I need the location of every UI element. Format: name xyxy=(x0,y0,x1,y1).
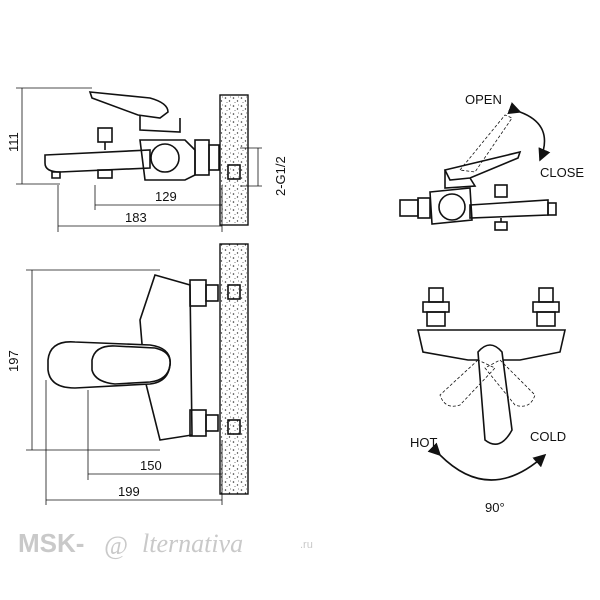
watermark-brand: MSK- xyxy=(18,528,84,558)
open-close-view: OPEN CLOSE xyxy=(399,92,584,231)
side-body xyxy=(139,139,196,181)
watermark-at-icon: @ xyxy=(104,531,128,560)
top-view: 197 150 199 xyxy=(6,243,249,505)
op-spout xyxy=(469,199,549,219)
op-lever-open xyxy=(459,114,513,173)
side-aerator xyxy=(51,171,61,179)
op-inlet xyxy=(399,199,419,217)
label-angle: 90° xyxy=(485,500,505,515)
label-close: CLOSE xyxy=(540,165,584,180)
label-open: OPEN xyxy=(465,92,502,107)
watermark: MSK- @ lternativa .ru xyxy=(18,528,313,560)
wall-section-top xyxy=(219,243,249,495)
hc-lever-left xyxy=(439,359,496,407)
hot-cold-arrow xyxy=(427,442,547,481)
open-close-arrow xyxy=(507,102,551,162)
dim-len-outer: 199 xyxy=(118,484,140,499)
top-handle-cap xyxy=(91,345,172,385)
dim-depth-outer: 183 xyxy=(125,210,147,225)
watermark-script: lternativa xyxy=(142,529,243,558)
dim-len-inner: 150 xyxy=(140,458,162,473)
dim-height-top: 197 xyxy=(6,350,21,372)
side-diverter-knob xyxy=(97,127,113,143)
wall-section-side xyxy=(219,94,249,226)
hc-lever-right xyxy=(484,359,536,407)
hc-body xyxy=(416,329,567,361)
side-view: 111 2-G1/2 129 183 xyxy=(6,87,288,232)
side-spout xyxy=(44,149,151,173)
label-hot: HOT xyxy=(410,435,438,450)
side-eccentric-nut xyxy=(194,139,210,176)
op-lever-closed xyxy=(443,150,522,181)
dim-thread: 2-G1/2 xyxy=(273,156,288,196)
watermark-suffix: .ru xyxy=(300,539,313,551)
side-lever-handle xyxy=(88,91,169,119)
side-thread-fitting xyxy=(227,164,241,180)
dim-depth-inner: 129 xyxy=(155,189,177,204)
hot-cold-view: HOT COLD 90° xyxy=(410,287,567,515)
label-cold: COLD xyxy=(530,429,566,444)
top-nut-upper xyxy=(189,279,207,307)
dim-height-side: 111 xyxy=(6,132,21,152)
op-body xyxy=(429,187,473,225)
side-cartridge xyxy=(150,143,180,173)
